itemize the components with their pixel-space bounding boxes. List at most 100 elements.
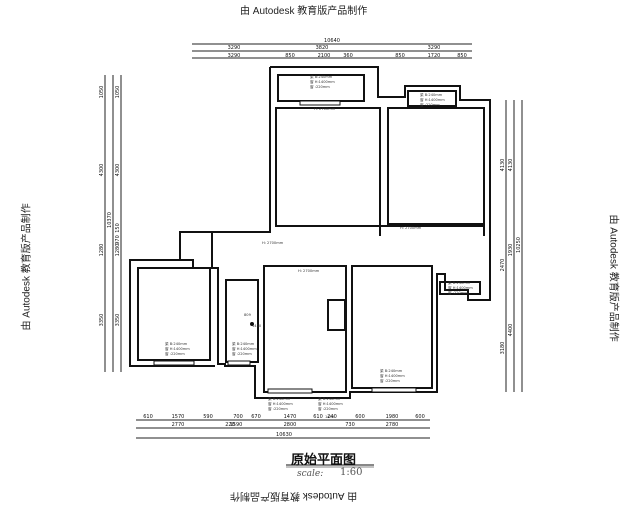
window-3	[267, 388, 313, 394]
marker-c: 1450	[325, 415, 335, 419]
room-storage	[439, 281, 481, 295]
dim-dims-bottom-row2-1: 220	[225, 422, 235, 428]
note-3b: 窗 H:1400mm	[268, 401, 293, 406]
dim-dims-right-total-0: 10250	[516, 237, 522, 253]
dim-dims-bottom-row1-6: 610	[313, 414, 323, 420]
title-underline	[286, 464, 374, 468]
note-3a: 梁 B:240mm	[268, 396, 291, 401]
dim-dims-left-inner-0: 1050	[115, 86, 121, 99]
marker-dot	[250, 322, 254, 326]
dim-dims-bottom-row2-4: 730	[345, 422, 355, 428]
dim-dims-bottom-row1-9: 1980	[386, 414, 399, 420]
watermark-right: 由 Autodesk 教育版产品制作	[607, 214, 619, 342]
window-2	[227, 360, 251, 366]
note-1b: 窗 H:1400mm	[165, 346, 190, 351]
marker-b: 1430	[252, 324, 262, 328]
dim-dims-top-row3-0: 3290	[228, 53, 241, 59]
dim-dims-right-outer-1: 1930	[508, 244, 514, 257]
watermark-top: 由 Autodesk 教育版产品制作	[240, 6, 368, 17]
note-2c: 窗 :220mm	[232, 351, 252, 356]
dim-dims-left-total-0: 10370	[107, 212, 113, 228]
dim-dims-bottom-row2-0: 2770	[172, 422, 185, 428]
dim-dims-top-row3-4: 850	[395, 53, 405, 59]
note-4c: 窗 :220mm	[318, 406, 338, 411]
dim-dims-bottom-row1-1: 1570	[172, 414, 185, 420]
room-bedroom-upper-right	[387, 107, 485, 225]
window-5	[299, 100, 341, 106]
note-2a: 梁 B:240mm	[232, 341, 255, 346]
note-5b: 窗 H:1400mm	[380, 373, 405, 378]
note-5c: 窗 :220mm	[380, 378, 400, 383]
dim-dims-bottom-row1-7: 240	[327, 414, 337, 420]
dim-dims-bottom-row2-2: 1590	[230, 422, 243, 428]
note-7c: 窗 :220mm	[420, 102, 440, 107]
window-4	[371, 387, 417, 393]
room-notes: 梁 B:240mm 窗 H:1400mm 窗 :220mm 梁 B:240mm …	[165, 74, 473, 419]
note-h1: H: 2700mm	[314, 107, 336, 111]
dim-dims-left-inner-2: 150	[115, 223, 121, 233]
dim-dims-top-row3-5: 1720	[428, 53, 441, 59]
dim-dims-top-row3-1: 850	[285, 53, 295, 59]
wall-stub	[327, 299, 346, 331]
plan-title: 原始平面图	[291, 453, 357, 468]
dim-dims-bottom-row1-3: 700	[233, 414, 243, 420]
room-bedroom-left	[137, 267, 211, 361]
note-8a: 梁 B:240mm	[448, 280, 471, 285]
dim-dims-bottom-row1-8: 600	[355, 414, 365, 420]
marker-a: 809	[244, 313, 252, 317]
note-7a: 梁 B:240mm	[420, 92, 443, 97]
wall-corridor	[379, 225, 485, 236]
note-2b: 窗 H:1400mm	[232, 346, 257, 351]
dim-dims-top-row3-2: 2100	[318, 53, 331, 59]
note-h2: H: 2700mm	[262, 241, 284, 245]
dim-dims-right-outer-0: 4130	[508, 159, 514, 172]
scale-value: 1:60	[340, 467, 363, 478]
dim-dims-left-outer-0: 1050	[99, 86, 105, 99]
note-4a: 梁 B:240mm	[318, 396, 341, 401]
note-3c: 窗 :220mm	[268, 406, 288, 411]
dimension-labels: 10640 3290 3820 3290 3290 850 2100 360 850 1720 85…	[99, 38, 522, 438]
dim-dims-bottom-row2-3: 2800	[284, 422, 297, 428]
note-h3: H: 2700mm	[298, 269, 320, 273]
dim-dims-top-row3-6: 850	[457, 53, 467, 59]
dim-dims-top-row2-1: 3820	[316, 45, 329, 51]
dim-dims-left-outer-1: 4300	[99, 164, 105, 177]
dim-dims-left-inner-3: 970	[115, 235, 121, 245]
dim-dims-bottom-row1-10: 600	[415, 414, 425, 420]
dim-dims-bottom-row1-4: 670	[251, 414, 261, 420]
note-1a: 梁 B:240mm	[165, 341, 188, 346]
note-6a: 梁 B:240mm	[310, 74, 333, 79]
room-balcony-top-right	[407, 90, 457, 107]
dim-dims-bottom-row2-5: 2780	[386, 422, 399, 428]
dim-dims-left-outer-2: 1280	[99, 244, 105, 257]
dim-dims-bottom-row1-5: 1470	[284, 414, 297, 420]
note-4b: 窗 H:1400mm	[318, 401, 343, 406]
note-6b: 窗 H:1400mm	[310, 79, 335, 84]
note-7b: 窗 H:1400mm	[420, 97, 445, 102]
dim-dims-bottom-row1-2: 590	[203, 414, 213, 420]
note-8b: 窗 H:1400mm	[448, 285, 473, 290]
window-1	[153, 360, 195, 366]
dim-dims-right-outer-2: 4400	[508, 324, 514, 337]
note-h4: H: 2700mm	[400, 226, 422, 230]
dim-dims-bottom-row1-0: 610	[143, 414, 153, 420]
dim-dims-top-row1-0: 10640	[324, 38, 340, 44]
note-8c: 窗 :220mm	[448, 290, 468, 295]
dim-dims-top-row2-2: 3290	[428, 45, 441, 51]
dim-dims-top-row2-0: 3290	[228, 45, 241, 51]
note-6c: 窗 :220mm	[310, 84, 330, 89]
note-5a: 梁 B:240mm	[380, 368, 403, 373]
dim-dims-bottom-total-0: 10630	[276, 432, 292, 438]
watermark-bottom: 由 Autodesk 教育版产品制作	[230, 490, 358, 501]
left-wall-upper	[130, 67, 271, 261]
dim-dims-right-inner-1: 2470	[500, 259, 506, 272]
windows	[153, 100, 417, 394]
watermark-left: 由 Autodesk 教育版产品制作	[21, 203, 33, 331]
dim-dims-top-row3-3: 360	[343, 53, 353, 59]
room-main-upper	[275, 107, 381, 227]
dim-dims-left-inner-5: 3350	[115, 314, 121, 327]
scale-label: scale:	[297, 469, 324, 479]
dim-dims-left-inner-4: 1280	[115, 244, 121, 257]
dim-dims-right-inner-0: 4130	[500, 159, 506, 172]
